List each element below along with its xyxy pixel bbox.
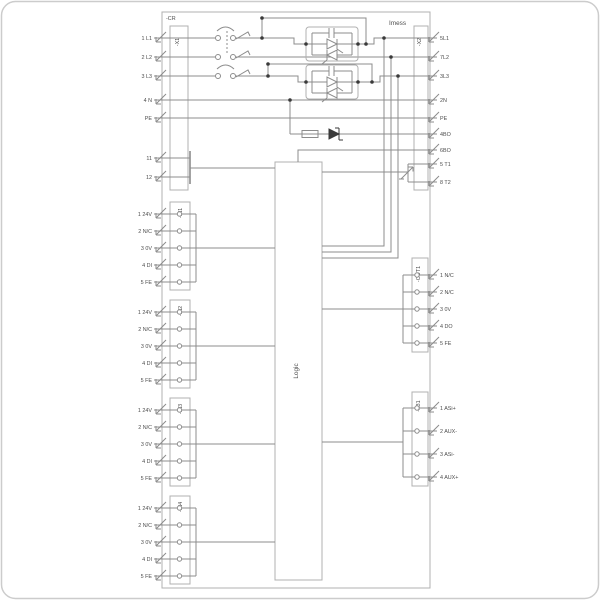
- connector-box-x2: [413, 25, 429, 191]
- terminal-label: 5 FE: [440, 341, 452, 347]
- connector-box-out1: [411, 257, 429, 353]
- terminal-label: 7L2: [440, 55, 449, 61]
- connector-ref-x2: -X2: [417, 38, 423, 46]
- terminal-label: 5 FE: [141, 280, 153, 286]
- terminal-label: 5 FE: [141, 378, 153, 384]
- terminal-label: 3 0V: [141, 344, 152, 350]
- connector-box-x31: [411, 391, 429, 487]
- current-measure-label: Imess: [389, 20, 406, 27]
- terminal-label: 12: [146, 175, 152, 181]
- terminal-label: 4 DI: [142, 557, 152, 563]
- connector-ref-x1: -X1: [175, 38, 181, 46]
- terminal-label: 6BO: [440, 148, 451, 154]
- terminal-label: 4 AUX+: [440, 475, 458, 481]
- terminal-label: 4 DI: [142, 459, 152, 465]
- terminal-label: 1 24V: [138, 310, 152, 316]
- logic-label: Logic: [293, 363, 300, 379]
- terminal-label: 3 0V: [141, 442, 152, 448]
- terminal-label: 3 ASi-: [440, 452, 455, 458]
- terminal-label: 1 24V: [138, 506, 152, 512]
- terminal-label: 3 0V: [141, 246, 152, 252]
- connector-box-x1: [169, 25, 189, 191]
- terminal-label: 4BO: [440, 132, 451, 138]
- terminal-label: 2N: [440, 98, 447, 104]
- terminal-label: 2 L2: [142, 55, 153, 61]
- power-wiring: [154, 17, 437, 259]
- terminal-label: 1 N/C: [440, 273, 454, 279]
- terminal-label: 3 0V: [141, 540, 152, 546]
- terminal-label: 4 DO: [440, 324, 453, 330]
- terminal-label: 5 T1: [440, 162, 451, 168]
- connector-box-in1: [169, 201, 191, 291]
- terminal-label: 2 N/C: [138, 327, 152, 333]
- terminal-label: 1 24V: [138, 408, 152, 414]
- connector-box-in3: [169, 397, 191, 487]
- connector-ref-x31: -X31: [416, 400, 422, 411]
- terminal-label: 3 L3: [142, 74, 153, 80]
- device-ref-label: -CR: [166, 16, 176, 22]
- terminal-label: 1 24V: [138, 212, 152, 218]
- terminal-label: 5 FE: [141, 476, 153, 482]
- terminal-label: 5L1: [440, 36, 449, 42]
- terminal-label: 1 L1: [142, 36, 153, 42]
- terminal-label: 2 AUX-: [440, 429, 457, 435]
- terminal-label: 11: [146, 156, 152, 162]
- device-enclosure: -CR Imess: [161, 11, 431, 589]
- terminal-label: 8 T2: [440, 180, 451, 186]
- device-outline: [161, 11, 431, 589]
- terminal-label: PE: [440, 116, 448, 122]
- temperature-sensor-icon: [399, 166, 414, 180]
- zener-cathode-bar: [335, 127, 343, 141]
- terminal-label: PE: [145, 116, 153, 122]
- zener-diode-icon: [328, 128, 341, 140]
- terminal-label: 1 ASi+: [440, 406, 456, 412]
- terminal-label: 4 DI: [142, 263, 152, 269]
- terminal-label: 4 N: [144, 98, 152, 104]
- terminal-label: 3 0V: [440, 307, 451, 313]
- terminal-label: 2 N/C: [138, 425, 152, 431]
- terminal-label: 3L3: [440, 74, 449, 80]
- connector-box-in4: [169, 495, 191, 585]
- terminal-label: 2 N/C: [138, 229, 152, 235]
- terminal-label: 4 DI: [142, 361, 152, 367]
- terminal-label: 2 N/C: [440, 290, 454, 296]
- connector-box-in2: [169, 299, 191, 389]
- brake-output-components: [301, 127, 343, 141]
- terminal-label: 5 FE: [141, 574, 153, 580]
- terminal-label: 2 N/C: [138, 523, 152, 529]
- right-terminal-labels: 5L1 7L2 3L3 2N PE 4BO 6BO 5 T1 8 T2 1 N/…: [440, 36, 458, 481]
- thermistor-sensor: [322, 163, 437, 183]
- left-terminal-labels: 1 L1 2 L2 3 L3 4 N PE 11 12 1 24V 2 N/C …: [138, 36, 152, 580]
- input-group-wiring: [154, 211, 275, 579]
- output-group-wiring: [322, 272, 437, 480]
